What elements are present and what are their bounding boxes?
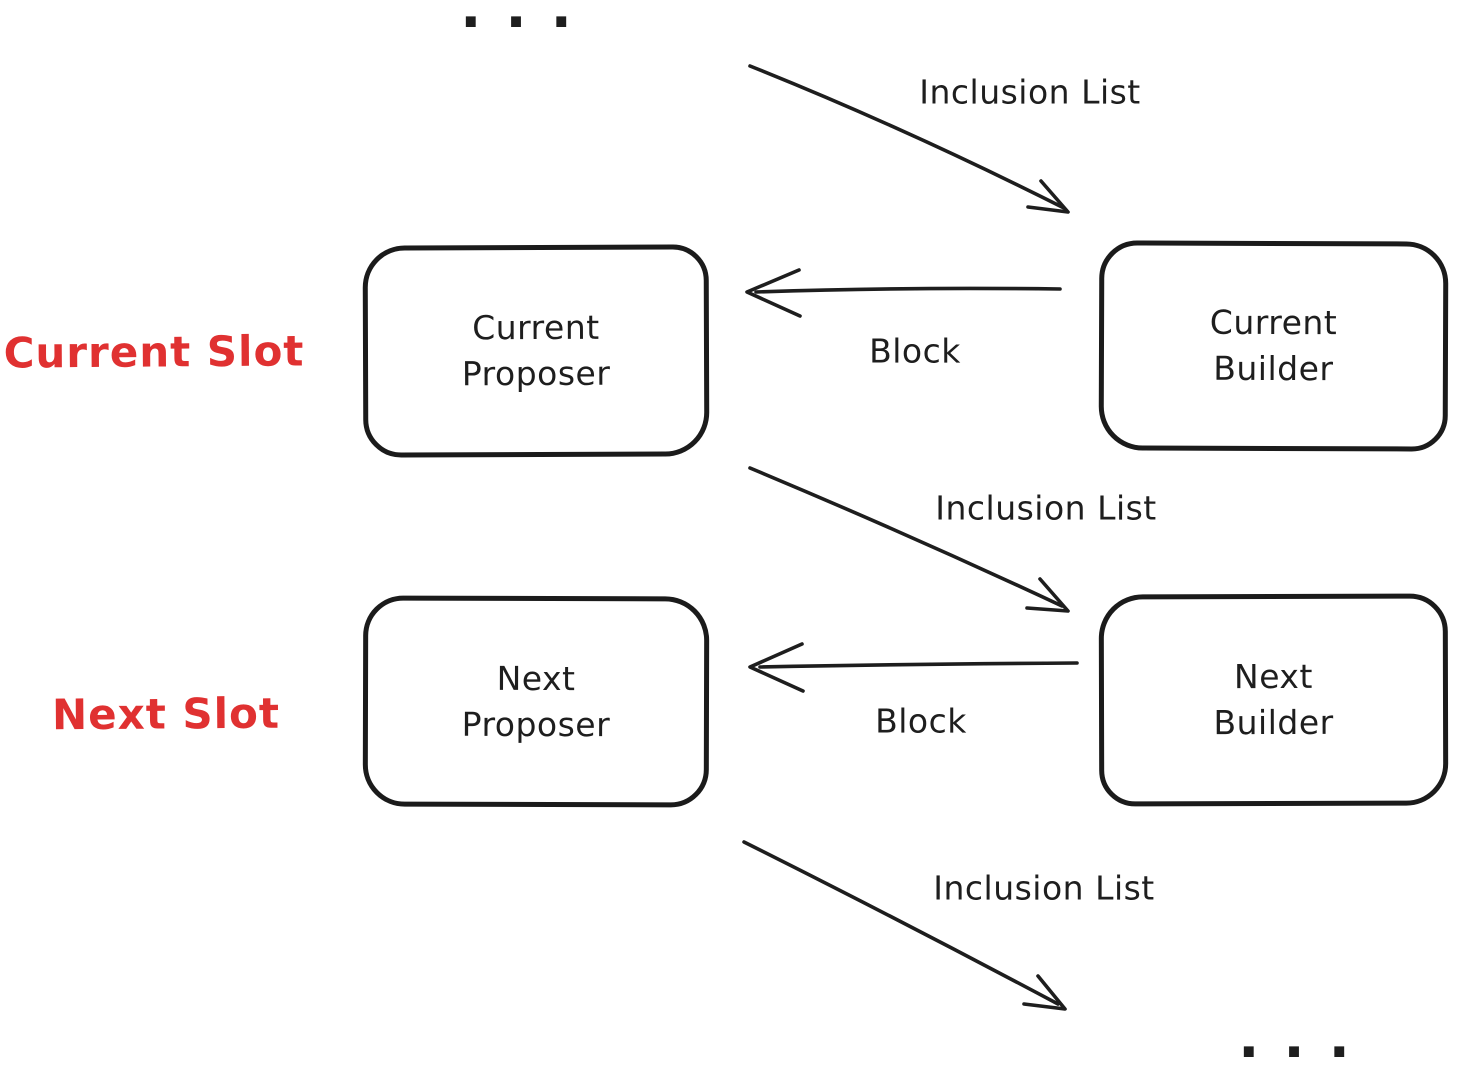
node-current-builder-label: Current Builder <box>1209 303 1338 389</box>
edge-label-inclusion-list-top: Inclusion List <box>919 72 1141 112</box>
edge-label-inclusion-list-bottom: Inclusion List <box>933 868 1155 908</box>
arrow-inclusion-list-middle <box>748 466 1070 613</box>
ellipsis-previous-slots: ... <box>460 0 596 41</box>
edge-label-block-current: Block <box>869 331 961 371</box>
node-next-builder-label: Next Builder <box>1213 657 1334 743</box>
node-next-proposer: Next Proposer <box>362 595 710 808</box>
arrow-inclusion-list-top <box>748 64 1070 214</box>
node-next-proposer-label: Next Proposer <box>461 658 611 744</box>
node-next-builder: Next Builder <box>1098 593 1449 807</box>
ellipsis-following-slots: ... <box>1238 1006 1374 1071</box>
node-current-builder: Current Builder <box>1098 240 1449 452</box>
slot-label-next: Next Slot <box>51 688 281 740</box>
edge-label-block-next: Block <box>875 701 967 741</box>
edge-label-inclusion-list-middle: Inclusion List <box>935 488 1157 528</box>
slot-label-current: Current Slot <box>3 326 305 378</box>
arrow-block-current <box>745 268 1062 318</box>
node-current-proposer: Current Proposer <box>362 244 710 458</box>
node-current-proposer-label: Current Proposer <box>461 308 611 394</box>
arrow-inclusion-list-bottom <box>742 840 1067 1011</box>
arrow-block-next <box>748 642 1079 693</box>
